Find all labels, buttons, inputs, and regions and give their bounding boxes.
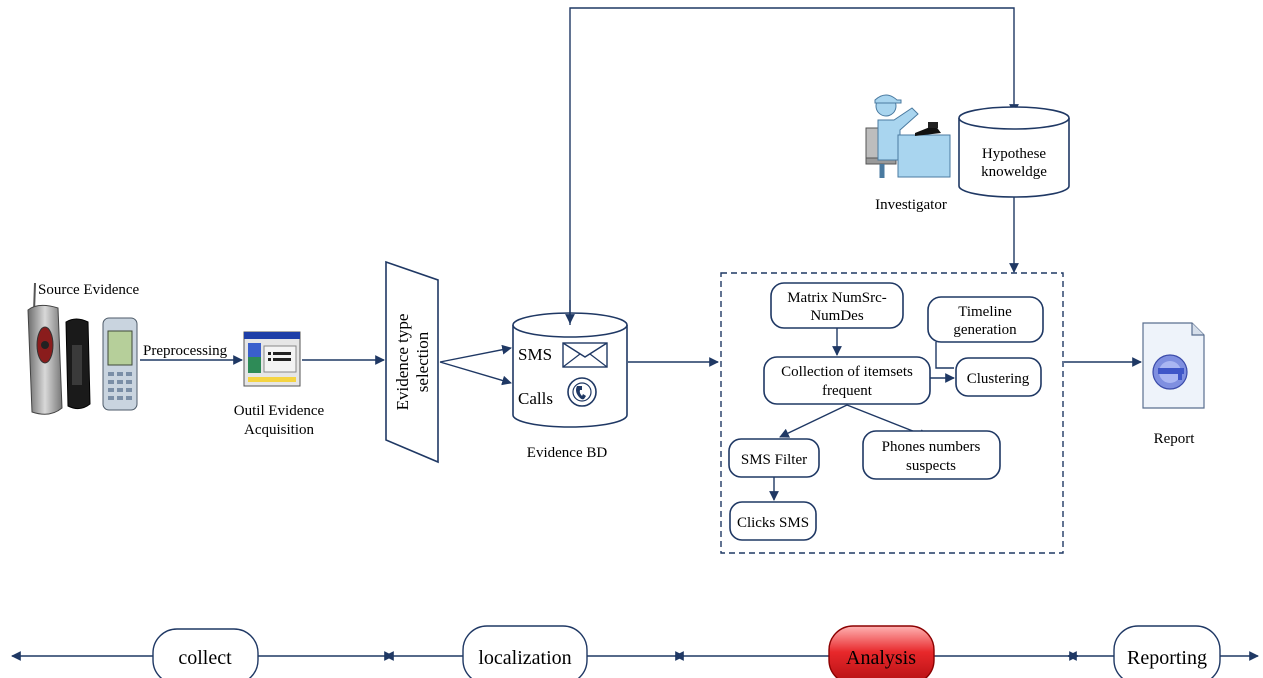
collection-label-line2: frequent <box>822 383 873 399</box>
timeline-box <box>927 296 1044 343</box>
hypothese-label-line1: Hypothese <box>982 146 1046 162</box>
matrix-label-line2: NumDes <box>810 308 863 324</box>
outil-label-line2: Acquisition <box>244 422 314 438</box>
phase-reporting-box <box>1113 625 1221 678</box>
collection-label-line1: Collection of itemsets <box>781 364 913 380</box>
investigator-label: Investigator <box>875 197 947 213</box>
sms-label: SMS <box>518 345 552 364</box>
acquisition-tool-icon <box>243 331 301 387</box>
preprocessing-label: Preprocessing <box>143 343 228 359</box>
outil-label-line1: Outil Evidence <box>234 403 325 419</box>
source-evidence-label: Source Evidence <box>38 282 140 298</box>
clustering-box <box>955 357 1042 397</box>
phase-analysis-label: Analysis <box>846 647 916 669</box>
phase-analysis-box <box>828 625 935 678</box>
selection-to-sms-arrow <box>439 344 512 363</box>
timeline-label-line1: Timeline <box>958 304 1012 320</box>
timeline-label-line2: generation <box>953 322 1017 338</box>
envelope-icon <box>562 342 608 368</box>
phones-label-line2: suspects <box>906 458 956 474</box>
matrix-label-line1: Matrix NumSrc- <box>787 290 887 306</box>
evidence-bd-label: Evidence BD <box>527 445 608 461</box>
phase-localization-label: localization <box>478 647 571 669</box>
evidence-type-label-line2: selection <box>413 331 432 392</box>
collection-to-sms-filter-arrow <box>779 404 848 438</box>
selection-to-calls-arrow <box>439 361 512 386</box>
evidence-type-selection-shape <box>385 260 439 464</box>
phone-icon <box>567 377 597 407</box>
calls-label: Calls <box>518 389 553 408</box>
evidence-db-cylinder <box>512 312 628 428</box>
sms-filter-label: SMS Filter <box>741 452 807 468</box>
report-document-icon <box>1142 322 1205 409</box>
source-evidence-devices-icon <box>27 282 138 415</box>
phase-collect-label: collect <box>178 647 232 669</box>
phase-reporting-label: Reporting <box>1127 647 1207 669</box>
phones-label-line1: Phones numbers <box>882 439 981 455</box>
hypothese-db-cylinder <box>958 106 1070 198</box>
clustering-label: Clustering <box>967 371 1030 387</box>
report-label: Report <box>1154 431 1196 447</box>
timeline-to-clustering-connector <box>935 342 954 369</box>
phase-collect-box <box>152 628 259 678</box>
evidence-to-hypothese-loop <box>569 7 1019 325</box>
hypothese-label-line2: knoweldge <box>981 164 1047 180</box>
collection-box <box>763 356 931 405</box>
phase-localization-box <box>462 625 588 678</box>
clicks-sms-box <box>729 501 817 541</box>
evidence-type-label-line1: Evidence type <box>393 314 412 411</box>
clicks-sms-label: Clicks SMS <box>737 515 809 531</box>
phones-box <box>862 430 1001 480</box>
analysis-container <box>720 272 1064 554</box>
investigator-icon <box>865 94 951 178</box>
